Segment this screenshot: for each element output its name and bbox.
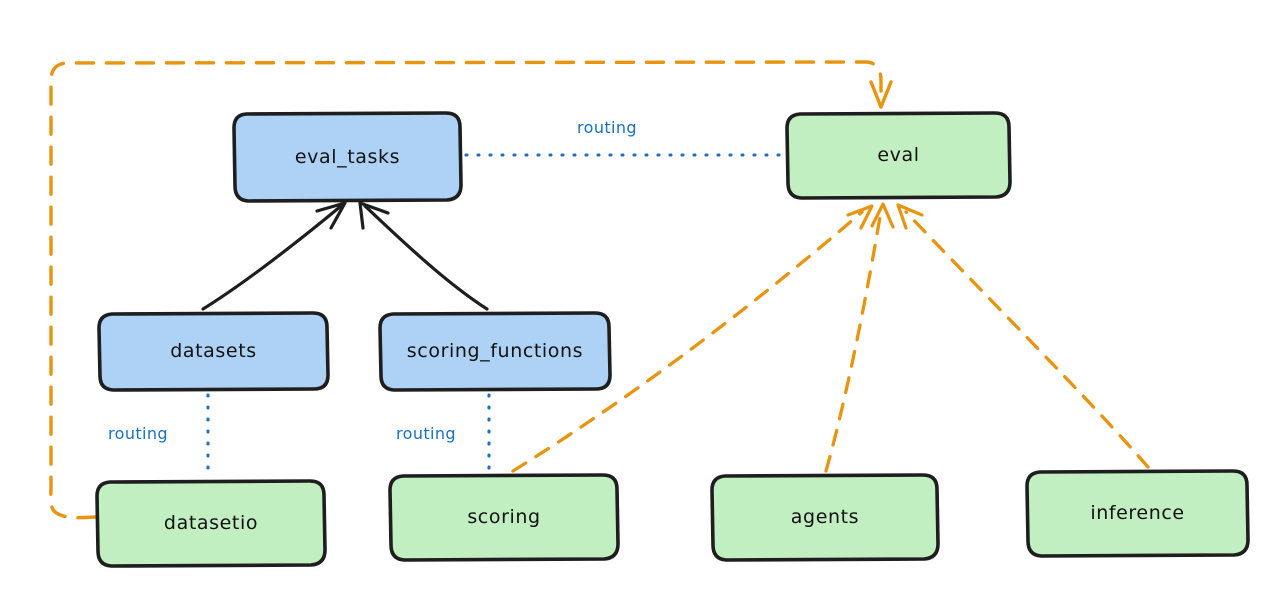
node-scoring-functions[interactable]: scoring_functions	[378, 310, 612, 392]
node-label-inference: inference	[1090, 502, 1185, 524]
node-label-scoring-functions: scoring_functions	[406, 340, 584, 362]
node-shape-inference	[1025, 469, 1250, 558]
node-shape-datasets	[97, 311, 330, 392]
edge-datasetio-eval	[48, 60, 893, 520]
node-label-datasets: datasets	[170, 340, 257, 362]
edge-datasets-eval-tasks	[201, 201, 347, 311]
edge-label-routing-scoring-functions: routing	[396, 424, 456, 443]
edge-scoring-eval	[511, 204, 874, 473]
node-shape-agents	[710, 473, 940, 562]
node-label-eval-tasks: eval_tasks	[294, 145, 401, 168]
edge-label-routing-datasets: routing	[108, 424, 168, 443]
node-label-datasetio: datasetio	[163, 512, 259, 534]
node-eval-tasks[interactable]: eval_tasks	[232, 110, 463, 203]
node-agents[interactable]: agents	[710, 472, 940, 562]
node-eval[interactable]: eval	[785, 110, 1012, 200]
edge-agents-eval	[824, 202, 895, 473]
node-shape-scoring-functions	[378, 311, 612, 392]
node-shape-datasetio	[95, 479, 327, 568]
edge-scoring-functions-eval-tasks	[358, 201, 489, 311]
edge-inference-eval	[896, 203, 1150, 469]
node-label-eval: eval	[877, 144, 920, 166]
edge-label-routing-eval-tasks: routing	[577, 118, 637, 137]
node-scoring[interactable]: scoring	[388, 472, 620, 562]
node-shape-eval-tasks	[232, 111, 463, 203]
node-shape-eval	[785, 111, 1012, 200]
node-label-agents: agents	[790, 506, 860, 528]
node-datasets[interactable]: datasets	[97, 310, 330, 392]
node-datasetio[interactable]: datasetio	[95, 478, 327, 568]
node-label-scoring: scoring	[467, 506, 541, 528]
node-inference[interactable]: inference	[1025, 468, 1250, 558]
node-shape-scoring	[388, 473, 620, 562]
